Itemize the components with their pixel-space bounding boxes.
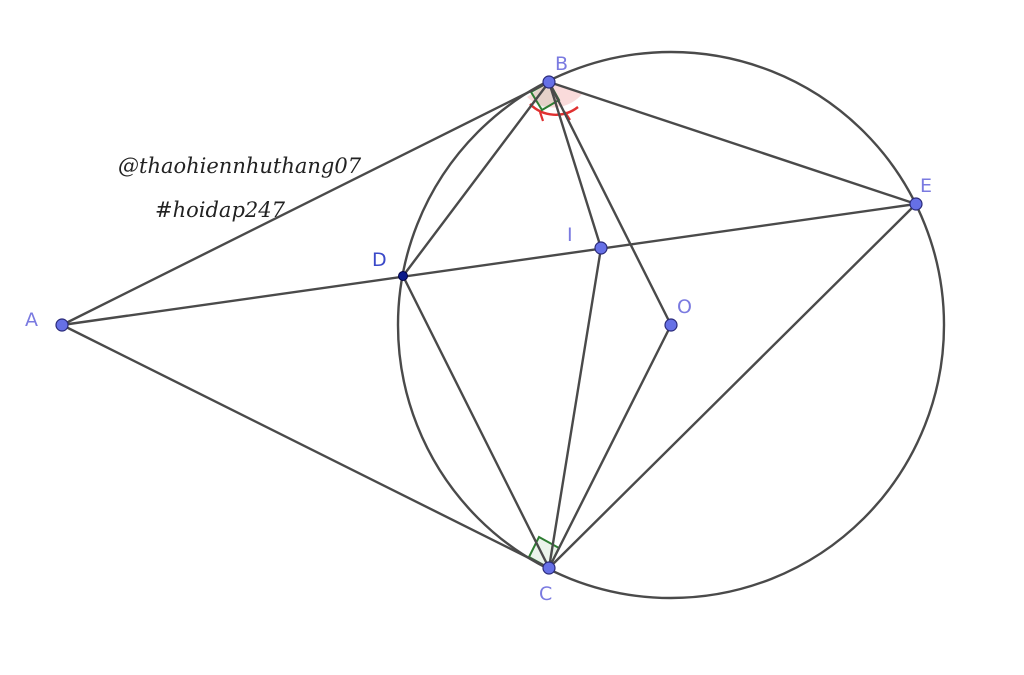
- point-b[interactable]: [542, 75, 556, 89]
- angle-arc-b: [529, 103, 579, 116]
- label-i: I: [567, 224, 573, 246]
- segment-bi: [547, 80, 603, 250]
- segment-ec: [547, 202, 918, 570]
- point-c[interactable]: [542, 561, 556, 575]
- segment-oc: [547, 323, 673, 570]
- segment-ab: [60, 80, 551, 327]
- segment-bo: [547, 80, 673, 327]
- segment-ic: [547, 246, 603, 570]
- tag-caption: #hoidap247: [155, 198, 286, 222]
- point-o[interactable]: [664, 318, 678, 332]
- label-d: D: [372, 249, 387, 271]
- label-b: B: [555, 53, 568, 75]
- point-d[interactable]: [398, 271, 408, 281]
- author-caption: @thaohiennhuthang07: [118, 154, 362, 178]
- label-c: C: [539, 583, 552, 605]
- point-e[interactable]: [909, 197, 923, 211]
- point-i[interactable]: [594, 241, 608, 255]
- segment-ae: [60, 202, 918, 327]
- circle-o: [396, 50, 946, 600]
- segment-dc: [401, 274, 551, 570]
- label-a: A: [25, 309, 38, 331]
- segment-bd: [401, 80, 551, 278]
- label-o: O: [677, 296, 692, 318]
- segment-ac: [60, 323, 551, 570]
- angle-tick-1: [538, 111, 545, 122]
- point-a[interactable]: [55, 318, 69, 332]
- segment-be: [547, 80, 918, 206]
- label-e: E: [920, 175, 932, 197]
